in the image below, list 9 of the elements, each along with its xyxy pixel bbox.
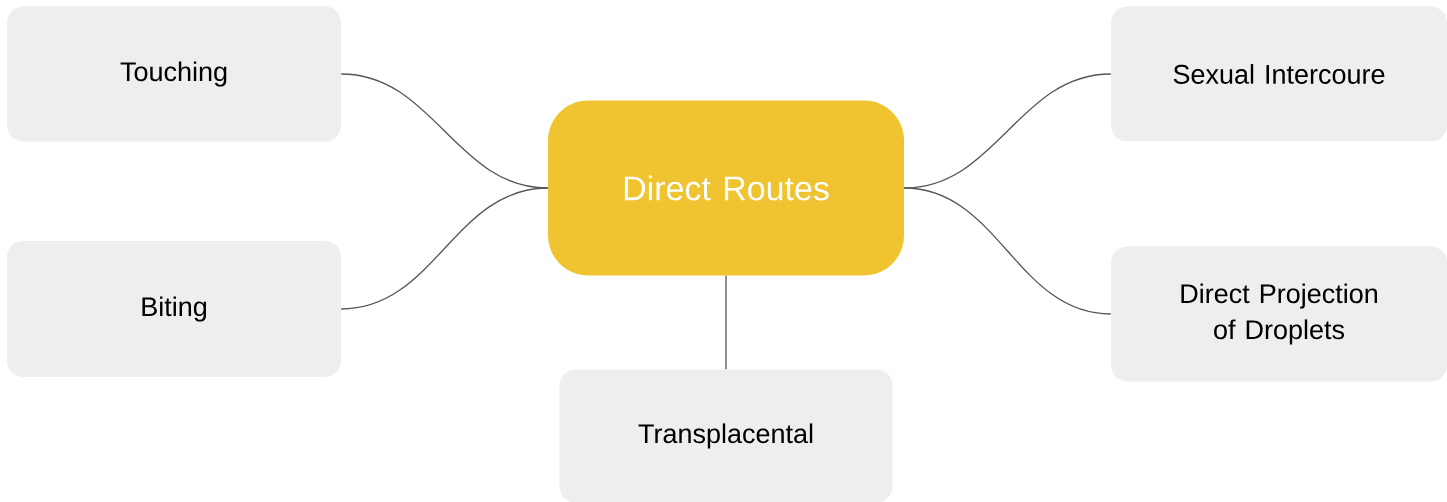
subtopic-box: Direct Projection of Droplets	[1111, 246, 1447, 382]
subtopic-box: Transplacental	[559, 369, 893, 502]
topic-box: Direct Routes	[548, 100, 904, 276]
connector-line	[725, 275, 727, 370]
connector-line	[340, 187, 549, 310]
subtopic-box: Biting	[7, 241, 341, 377]
subtopic-box: Touching	[7, 6, 341, 142]
connector-line	[903, 187, 1112, 315]
subtopic-box: Sexual Intercoure	[1111, 6, 1447, 142]
